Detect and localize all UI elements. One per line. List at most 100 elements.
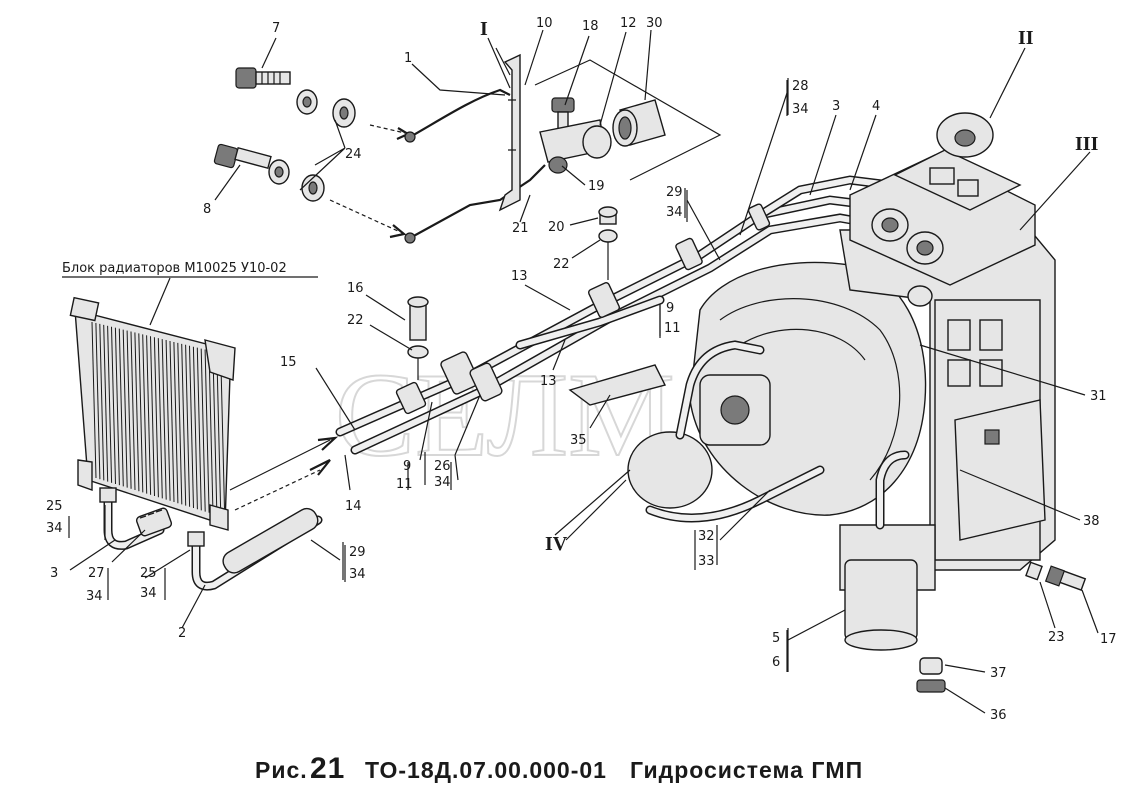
fastener-group (213, 53, 722, 244)
callout: 25 (140, 566, 157, 581)
radiator-fin (114, 327, 120, 486)
callout: 7 (272, 21, 280, 36)
radiator-fin (200, 348, 206, 512)
radiator-fin (146, 335, 152, 495)
callout: 34 (140, 586, 157, 601)
callout: 31 (1090, 389, 1107, 404)
radiator-block-label: Блок радиаторов М10025 У10-02 (62, 261, 287, 276)
callout: 3 (832, 99, 840, 114)
view-i-frame (534, 59, 722, 181)
callout: 30 (646, 16, 663, 31)
radiator-fin (177, 342, 183, 505)
view-label-i: I (480, 18, 488, 40)
radiator-fin (185, 344, 191, 507)
radiator-fin (204, 349, 210, 513)
callout: 4 (872, 99, 880, 114)
callout: 34 (46, 521, 63, 536)
callout: 33 (698, 554, 715, 569)
callout: 2 (178, 626, 186, 641)
view-label-iv: IV (545, 533, 568, 555)
callout: 15 (280, 355, 297, 370)
radiator-fin (95, 322, 101, 480)
radiator-fin (99, 323, 105, 481)
callout: 21 (512, 221, 529, 236)
view-label-iii: III (1075, 133, 1099, 155)
callout: 38 (1083, 514, 1100, 529)
radiator-fin (130, 331, 136, 491)
caption-fig: Рис. (255, 757, 308, 783)
callout: 19 (588, 179, 605, 194)
plug-36-icon (916, 679, 946, 693)
radiator-fin (134, 332, 140, 492)
callout: 27 (88, 566, 105, 581)
callout: 37 (990, 666, 1007, 681)
callout: 34 (349, 567, 366, 582)
callout: 13 (540, 374, 557, 389)
callout: 14 (345, 499, 362, 514)
callout: 12 (620, 16, 637, 31)
radiator-block (69, 277, 236, 531)
hose-29-icon (222, 507, 319, 574)
radiator-fin (118, 328, 124, 487)
radiator-fin (126, 330, 132, 489)
callout: 13 (511, 269, 528, 284)
figure-caption: Рис. 21 ТО-18Д.07.00.000-01 Гидросистема… (255, 752, 863, 785)
callout: 34 (792, 102, 809, 117)
callout: 29 (666, 185, 683, 200)
hose-21 (409, 164, 546, 239)
fitting-27-icon (135, 507, 173, 537)
radiator-fin (142, 334, 148, 494)
radiator-fin (161, 339, 167, 500)
callout-separators (68, 80, 788, 672)
callout: 32 (698, 529, 715, 544)
callout: 29 (349, 545, 366, 560)
callout: 17 (1100, 632, 1117, 647)
pump-iv (627, 431, 713, 509)
radiator-fin (107, 325, 113, 483)
callout: 22 (347, 313, 364, 328)
callout: 5 (772, 631, 780, 646)
leader-lines (69, 29, 1099, 714)
bolt-8-icon (213, 143, 272, 170)
radiator-fin (189, 345, 194, 509)
callout: 34 (86, 589, 103, 604)
caption-title: Гидросистема ГМП (630, 757, 863, 783)
callout: 23 (1048, 630, 1065, 645)
radiator-fin (196, 347, 202, 511)
callout: 24 (345, 147, 362, 162)
sleeve-30-icon (612, 99, 666, 147)
bracket-10 (498, 53, 521, 212)
bolt-16-icon (409, 301, 427, 341)
bolt-7-icon (235, 67, 291, 89)
callout: 9 (666, 301, 674, 316)
callout: 35 (570, 433, 587, 448)
clamp-assembly-icon (539, 97, 612, 174)
hose-1 (409, 88, 511, 138)
transmission-body (627, 112, 1087, 693)
radiator-pipes (99, 436, 339, 591)
callout: 10 (536, 16, 553, 31)
callout: 36 (990, 708, 1007, 723)
callout: 9 (403, 459, 411, 474)
radiator-fin (216, 352, 222, 517)
radiator-fin (165, 340, 171, 501)
radiator-fin (150, 336, 155, 497)
callout: 18 (582, 19, 599, 34)
callout: 1 (404, 51, 412, 66)
callout: 34 (434, 475, 451, 490)
callout: 26 (434, 459, 451, 474)
radiator-fin (153, 337, 159, 498)
callout: 22 (553, 257, 570, 272)
radiator-fin (192, 346, 198, 510)
radiator-fin (169, 340, 175, 503)
pipe-bundle (335, 175, 895, 455)
callout: 16 (347, 281, 364, 296)
callout: 11 (396, 477, 413, 492)
callouts: 7 1 10 18 12 30 24 8 19 21 20 22 28 34 3… (46, 16, 1117, 723)
radiator-fin (111, 326, 116, 485)
radiator-fin (91, 321, 97, 479)
callout: 25 (46, 499, 63, 514)
callout: 34 (666, 205, 683, 220)
radiator-fin (173, 341, 179, 504)
